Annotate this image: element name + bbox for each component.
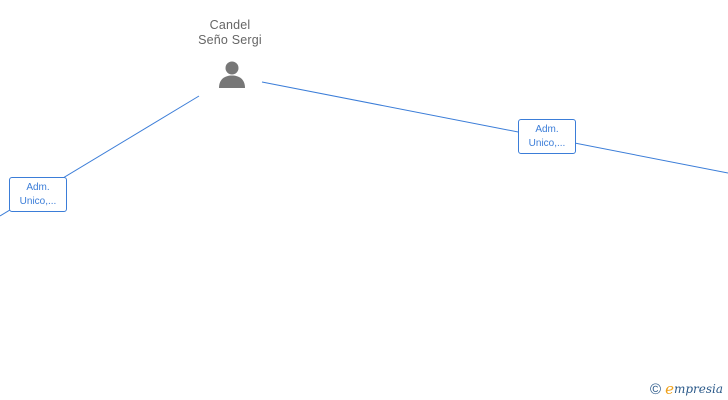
empresia-brand[interactable]: © e mpresia — [650, 379, 723, 399]
relation-role: Adm. — [535, 124, 559, 135]
relation-label-right[interactable]: Adm. Unico,... — [518, 119, 576, 154]
edge-right — [261, 81, 728, 174]
copyright-icon: © — [650, 380, 662, 398]
empresia-logo-letter: e — [665, 380, 674, 398]
relation-role-detail: Unico,... — [528, 138, 566, 149]
person-name-line1: Candel — [209, 18, 251, 32]
relation-role-detail: Unico,... — [19, 196, 57, 207]
relation-role: Adm. — [26, 182, 50, 193]
person-node-name[interactable]: Candel Seño Sergi — [180, 18, 280, 48]
empresia-logo-text: mpresia — [673, 382, 724, 396]
relation-label-left[interactable]: Adm. Unico,... — [9, 177, 67, 212]
person-name-line2: Seño Sergi — [198, 33, 262, 47]
person-icon[interactable] — [217, 60, 247, 90]
